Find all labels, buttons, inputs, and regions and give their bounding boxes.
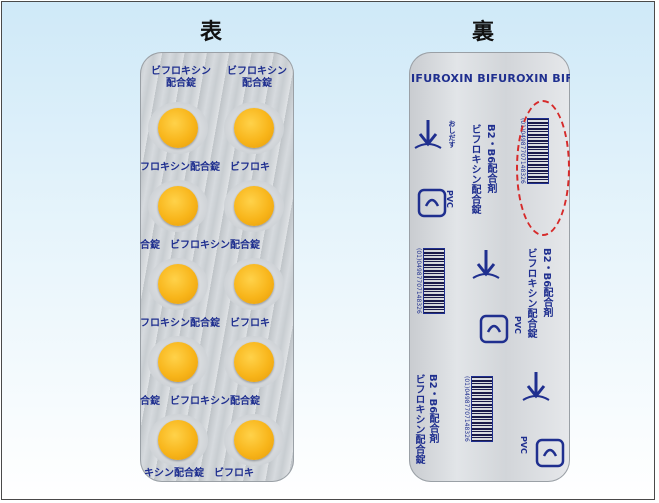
pill-well [148, 336, 208, 388]
front-row-text: フロキシン配合錠 ビフロキ [140, 162, 270, 173]
pvc-label: PVC [445, 190, 454, 208]
pill-well [148, 102, 208, 154]
front-label: 表 [200, 20, 223, 45]
tablet [234, 420, 274, 460]
pvc-recycle-icon [535, 438, 565, 468]
tablet [158, 420, 198, 460]
product-line2: ビフロキシン配合錠 [469, 124, 480, 214]
barcode [423, 248, 445, 314]
pvc-label: PVC [513, 316, 522, 334]
pill-well [148, 180, 208, 232]
front-header-left: ビフロキシン 配合錠 [151, 66, 211, 89]
push-text: おしだす [448, 120, 456, 148]
pvc-label: PVC [519, 436, 528, 454]
product-line1: B2・B6配合剤 [427, 374, 438, 444]
tablet [234, 186, 274, 226]
tablet [158, 186, 198, 226]
barcode-number: (01)04987707148326 [415, 248, 422, 314]
tablet [158, 108, 198, 148]
push-arrow-icon [414, 120, 442, 149]
tablet [158, 264, 198, 304]
push-arrow-icon [472, 250, 500, 279]
barcode [471, 376, 493, 442]
pill-well [224, 180, 284, 232]
tablet [234, 264, 274, 304]
pvc-recycle-icon [417, 188, 447, 218]
pill-well [148, 258, 208, 310]
blister-front-sheet: ビフロキシン 配合錠 ビフロキシン 配合錠 フロキシン配合錠 ビフロキ 合錠 ビ… [140, 52, 294, 482]
pill-well [224, 258, 284, 310]
product-line1: B2・B6配合剤 [541, 248, 552, 318]
tablet [234, 342, 274, 382]
front-header-right: ビフロキシン 配合錠 [227, 66, 287, 89]
product-line2: ビフロキシン配合錠 [413, 374, 424, 464]
tablet [234, 108, 274, 148]
pill-well [224, 336, 284, 388]
pill-well [224, 102, 284, 154]
tablet [158, 342, 198, 382]
back-brand-text: IFUROXIN BIFUROXIN BIFURO [411, 72, 570, 85]
pill-well [224, 414, 284, 466]
front-row-text: フロキシン配合錠 ビフロキ [140, 318, 270, 329]
push-arrow-icon [522, 372, 550, 401]
front-row-text: 合錠 ビフロキシン配合錠 [140, 240, 260, 251]
pill-well [148, 414, 208, 466]
barcode-highlight-ring [516, 100, 570, 236]
product-line2: ビフロキシン配合錠 [525, 248, 536, 338]
barcode-number: (01)04987707148326 [463, 376, 470, 442]
product-line1: B2・B6配合剤 [485, 124, 496, 194]
front-row-text: キシン配合錠 ビフロキ [144, 468, 254, 479]
back-label: 裏 [472, 20, 495, 45]
front-row-text: 合錠 ビフロキシン配合錠 [140, 396, 260, 407]
pvc-recycle-icon [479, 314, 509, 344]
